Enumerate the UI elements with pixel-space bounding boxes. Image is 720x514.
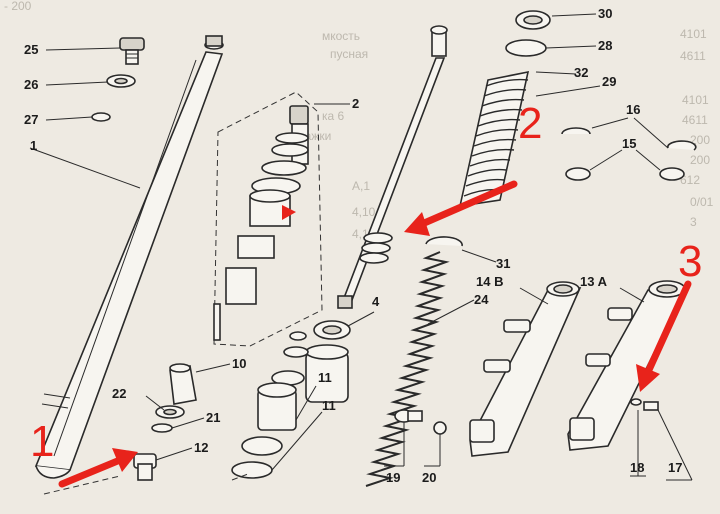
slider-14b: 14 B [469, 274, 582, 457]
bottom-bolt-group: 10 22 21 12 11 11 [112, 331, 336, 481]
label-20: 20 [422, 470, 436, 485]
washer-26 [106, 74, 136, 88]
red-arrow-3 [636, 280, 692, 392]
bolt-25 [119, 37, 145, 65]
label-15: 15 [622, 136, 636, 151]
bg-line: 200 [690, 153, 710, 167]
circlips-15-16: 16 15 [561, 102, 697, 181]
damper-rod [337, 25, 448, 309]
red-arrow-2 [404, 180, 518, 236]
label-13a: 13 A [580, 274, 608, 289]
fork-tube-1 [34, 35, 224, 479]
bg-line: 4611 [680, 49, 706, 63]
label-24: 24 [474, 292, 489, 307]
label-11: 11 [318, 370, 332, 385]
damper-assembly-2 [213, 91, 323, 347]
callout-3: 3 [678, 237, 702, 286]
circlip-31: 31 [425, 236, 510, 271]
bg-line: 4101 [680, 27, 707, 41]
bg-line: мкость [322, 29, 360, 43]
label-28: 28 [598, 38, 612, 53]
callout-1: 1 [30, 417, 54, 466]
bg-line: 200 [690, 133, 710, 147]
label-1: 1 [30, 138, 37, 153]
bg-line: А,1 [352, 179, 370, 193]
label-26: 26 [24, 77, 38, 92]
label-22: 21 [206, 410, 220, 425]
label-2: 2 [352, 96, 359, 111]
bg-line: 612 [680, 173, 700, 187]
label-19: 19 [386, 470, 400, 485]
seal-30: 30 [515, 6, 612, 30]
callout-2: 2 [518, 99, 542, 148]
bg-line: 3 [690, 215, 697, 229]
label-10: 10 [232, 356, 246, 371]
oring-27 [91, 112, 111, 122]
boot-29: 32 29 [458, 65, 616, 207]
background-table: - 200 мкость пусная 4101 4611 4101 4611 … [4, 0, 714, 241]
slider-13a: 13 A [567, 274, 688, 451]
bg-line: 4101 [682, 93, 709, 107]
spring-24: 24 [365, 251, 489, 487]
label-21: 12 [194, 440, 208, 455]
label-18: 18 [630, 460, 644, 475]
bg-line: ка 6 [322, 109, 345, 123]
label-12: 11 [322, 398, 336, 413]
label-4: 4 [372, 294, 380, 309]
bg-line: 4611 [682, 113, 708, 127]
red-arrow-1 [58, 448, 138, 488]
label-17: 17 [668, 460, 682, 475]
label-23: 22 [112, 386, 126, 401]
label-25: 25 [24, 42, 38, 57]
bg-line: пусная [330, 47, 368, 61]
bg-line: 4,10 [352, 205, 376, 219]
header-fragment: - 200 [4, 0, 32, 13]
bushing-4: 4 [305, 294, 380, 403]
label-14b: 14 B [476, 274, 503, 289]
label-16: 16 [626, 102, 640, 117]
label-30: 30 [598, 6, 612, 21]
screw-19: 19 [384, 409, 423, 485]
ring-28: 28 [505, 38, 612, 57]
bg-line: 0/01 [690, 195, 714, 209]
label-32: 32 [574, 65, 588, 80]
label-31: 31 [496, 256, 510, 271]
label-29: 29 [602, 74, 616, 89]
label-27: 27 [24, 112, 38, 127]
washer-20: 20 [422, 421, 447, 485]
